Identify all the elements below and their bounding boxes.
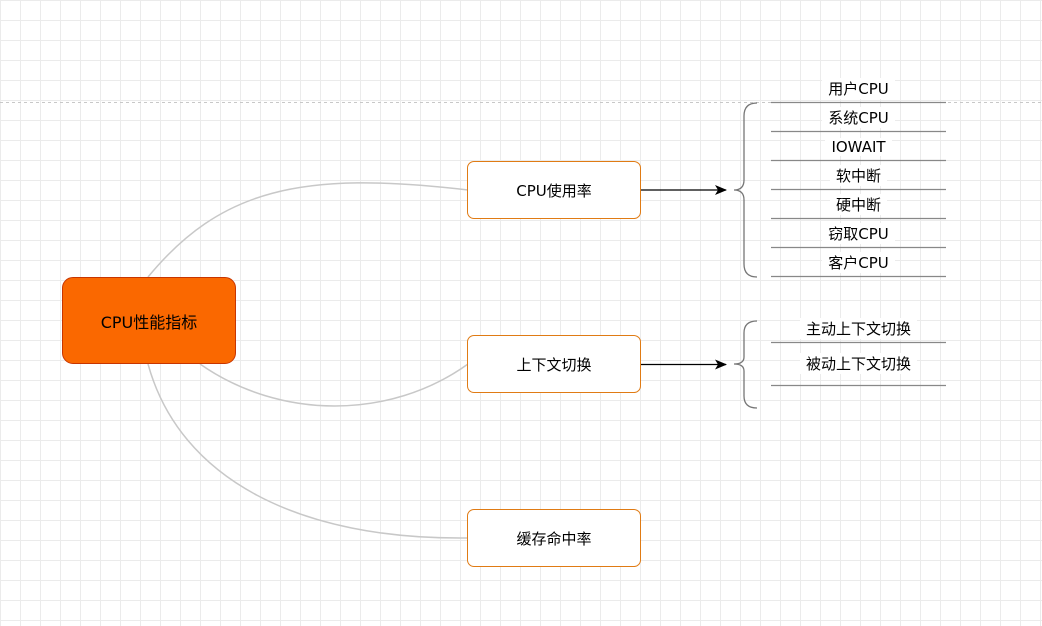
cpu-usage-item-user-cpu[interactable]: 用户CPU (771, 75, 946, 102)
cpu-usage-item-system-cpu[interactable]: 系统CPU (771, 104, 946, 131)
branch-node-cpu-usage[interactable]: CPU使用率 (467, 161, 641, 219)
cpu-usage-item-guest-cpu[interactable]: 客户CPU (771, 249, 946, 276)
list-item-label: 窃取CPU (822, 223, 895, 244)
root-to-cpu-usage-curve (147, 182, 469, 278)
list-item-label: 硬中断 (829, 194, 887, 215)
branch-node-label: CPU使用率 (516, 181, 592, 200)
root-node-label: CPU性能指标 (100, 312, 198, 332)
root-to-context-switch-curve (199, 363, 469, 407)
cpu-usage-item-iowait[interactable]: IOWAIT (771, 133, 946, 160)
list-item-label: 用户CPU (822, 78, 895, 99)
cpu-usage-item-soft-interrupt[interactable]: 软中断 (771, 162, 946, 189)
context-switch-bracket (733, 320, 758, 409)
context-switch-item-voluntary[interactable]: 主动上下文切换 (771, 314, 946, 342)
cpu-usage-bracket (733, 102, 758, 278)
root-to-cache-hit-curve (147, 363, 469, 539)
list-item-label: 软中断 (829, 165, 887, 186)
list-item-label: 系统CPU (822, 107, 895, 128)
root-node[interactable]: CPU性能指标 (62, 277, 236, 364)
list-item-label: 客户CPU (822, 252, 895, 273)
list-item-label: 主动上下文切换 (799, 317, 917, 339)
branch-node-cache-hit-rate[interactable]: 缓存命中率 (467, 509, 641, 567)
branch-node-label: 缓存命中率 (516, 529, 592, 548)
list-item-label: 被动上下文切换 (799, 352, 917, 374)
cpu-usage-item-steal-cpu[interactable]: 窃取CPU (771, 220, 946, 247)
branch-node-label: 上下文切换 (516, 355, 592, 374)
branch-node-context-switch[interactable]: 上下文切换 (467, 335, 641, 393)
cpu-usage-item-hard-interrupt[interactable]: 硬中断 (771, 191, 946, 218)
context-switch-item-involuntary[interactable]: 被动上下文切换 (771, 344, 946, 382)
list-item-label: IOWAIT (825, 137, 892, 156)
